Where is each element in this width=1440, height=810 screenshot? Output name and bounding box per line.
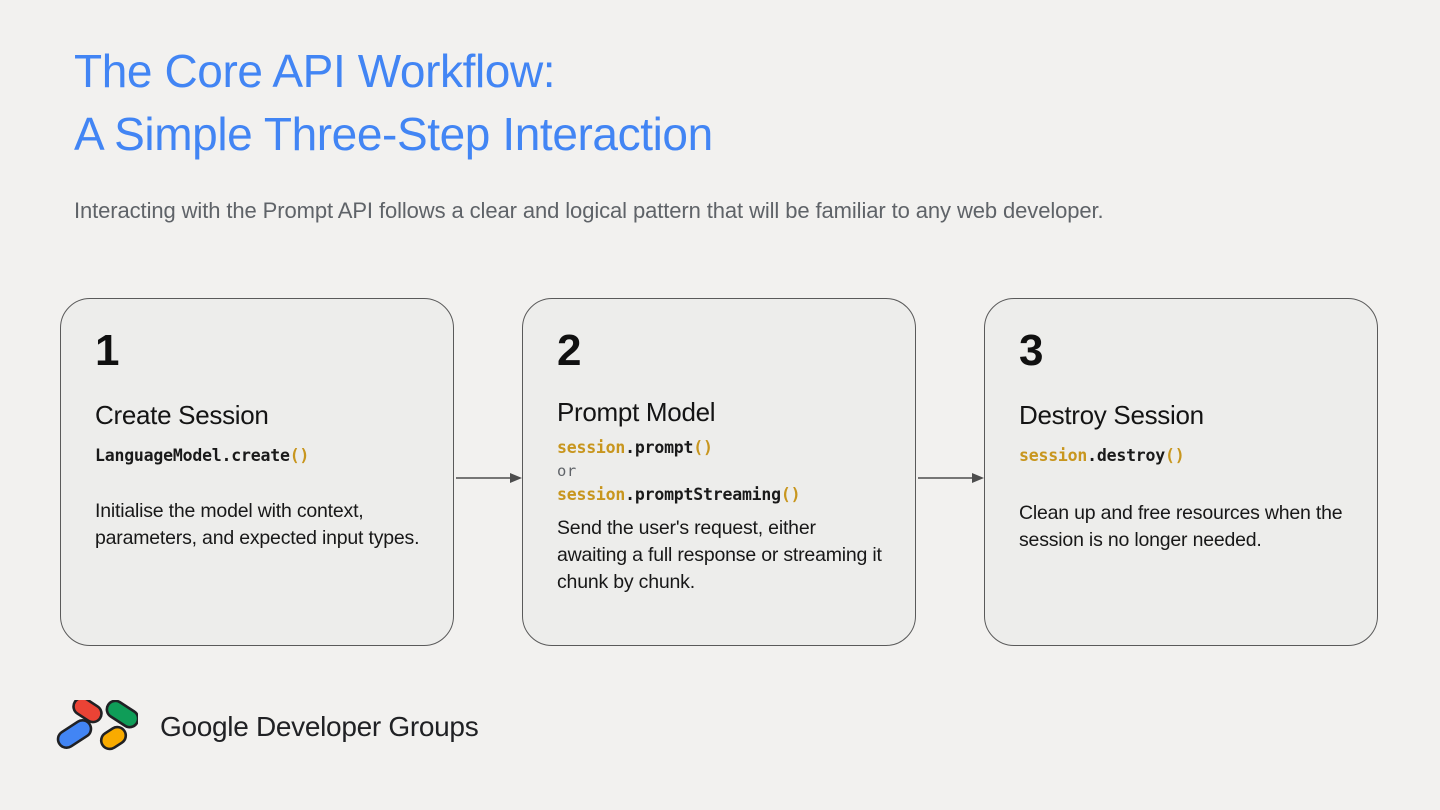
- step-card-1-content: 1 Create Session LanguageModel.create() …: [95, 326, 431, 625]
- logo-capsule-blue: [56, 719, 93, 749]
- workflow-steps-row: 1 Create Session LanguageModel.create() …: [60, 298, 1380, 646]
- step-card-2-content: 2 Prompt Model session.prompt() or sessi…: [557, 326, 893, 625]
- step-description: Initialise the model with context, param…: [95, 499, 420, 549]
- arrow-right-icon: [918, 473, 984, 483]
- code-alternative-separator: or: [557, 461, 577, 480]
- step-code-snippet: session.prompt() or session.promptStream…: [557, 436, 893, 507]
- code-token-object: session: [557, 438, 626, 457]
- step-heading: Destroy Session: [1019, 400, 1204, 430]
- code-token-parens-alt: (): [780, 485, 801, 504]
- step-card-1: 1 Create Session LanguageModel.create() …: [60, 298, 454, 646]
- step-card-3-content: 3 Destroy Session session.destroy() Clea…: [1019, 326, 1355, 625]
- step-code-snippet: LanguageModel.create(): [95, 444, 431, 468]
- code-token-object-alt: session: [557, 485, 626, 504]
- page-subtitle: Interacting with the Prompt API follows …: [74, 198, 1104, 223]
- logo-capsule-yellow: [99, 725, 128, 751]
- footer-branding: Google Developer Groups: [56, 700, 479, 754]
- step-description: Clean up and free resources when the ses…: [1019, 501, 1343, 551]
- code-token-parens: (): [1165, 446, 1185, 465]
- step-description: Send the user's request, either awaiting…: [557, 516, 882, 593]
- step-heading: Prompt Model: [557, 397, 716, 427]
- step-number: 3: [1019, 326, 1043, 375]
- code-token-method: LanguageModel.create: [95, 446, 290, 465]
- step-number: 1: [95, 326, 119, 375]
- step-card-2: 2 Prompt Model session.prompt() or sessi…: [522, 298, 916, 646]
- code-token-parens: (): [693, 438, 713, 457]
- code-token-method: .destroy: [1087, 446, 1166, 465]
- step-code-snippet: session.destroy(): [1019, 444, 1355, 468]
- code-token-method-alt: .promptStreaming: [625, 485, 781, 504]
- step-card-3: 3 Destroy Session session.destroy() Clea…: [984, 298, 1378, 646]
- code-token-object: session: [1019, 446, 1088, 465]
- logo-capsule-green: [105, 700, 138, 729]
- step-heading: Create Session: [95, 400, 269, 430]
- page-title: The Core API Workflow: A Simple Three-St…: [74, 45, 713, 160]
- step-number: 2: [557, 326, 581, 375]
- arrow-right-icon: [456, 473, 522, 483]
- code-token-parens: (): [289, 446, 310, 465]
- google-developer-groups-logo-icon: [56, 700, 138, 751]
- code-token-method: .prompt: [625, 438, 694, 457]
- logo-capsule-red: [72, 700, 103, 724]
- brand-wordmark: Google Developer Groups: [160, 711, 479, 742]
